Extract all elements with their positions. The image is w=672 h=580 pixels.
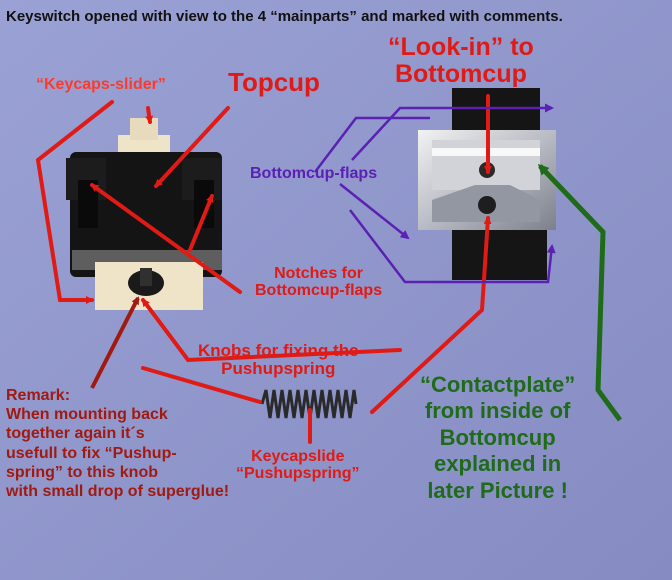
keycapslide-line-2: “Pushupspring” [236,465,360,483]
notches-line-2: Bottomcup-flaps [255,282,383,300]
bottomcup-flaps-label: Bottomcup-flaps [250,165,378,182]
topcup-part [66,118,222,310]
look-in-label: “Look-in” to Bottomcup [388,34,534,88]
look-in-line-2: Bottomcup [394,60,527,88]
purple-annotation-arrows [314,103,556,284]
contactplate-arrow [537,163,623,422]
remark-arrow [90,296,140,389]
remark-line-2: When mounting back [6,406,168,424]
contactplate-line-2: from inside of [424,398,571,424]
look-in-line-1: “Look-in” to [388,33,534,61]
remark-text: Remark: When mounting back together agai… [6,386,229,501]
contactplate-line-4: explained in [434,451,562,477]
remark-line-3: together again it´s [6,425,145,443]
notches-line-1: Notches for [274,265,363,282]
keycaps-slider-label: “Keycaps-slider” [36,76,166,93]
knobs-label: Knobs for fixing the Pushupspring [198,341,359,379]
knobs-line-1: Knobs for fixing the [198,341,359,360]
remark-line-5: spring” to this knob [6,463,158,481]
contactplate-line-1: “Contactplate” [420,372,576,397]
notches-label: Notches for Bottomcup-flaps [255,265,382,300]
topcup-label: Topcup [228,67,320,97]
contactplate-line-3: Bottomcup [439,424,556,450]
knobs-line-2: Pushupspring [221,359,336,379]
contactplate-line-5: later Picture ! [427,477,568,503]
remark-line-4: usefull to fix “Pushup- [6,444,177,462]
keycapslide-line-1: Keycapslide [251,448,345,465]
page-title: Keyswitch opened with view to the 4 “mai… [6,8,563,25]
contactplate-label: “Contactplate” from inside of Bottomcup … [420,372,575,504]
remark-line-1: Remark: [6,387,71,404]
remark-line-6: with small drop of superglue! [6,482,230,500]
keycapslide-label: Keycapslide “Pushupspring” [236,448,360,483]
red-annotation-arrows [35,94,492,444]
